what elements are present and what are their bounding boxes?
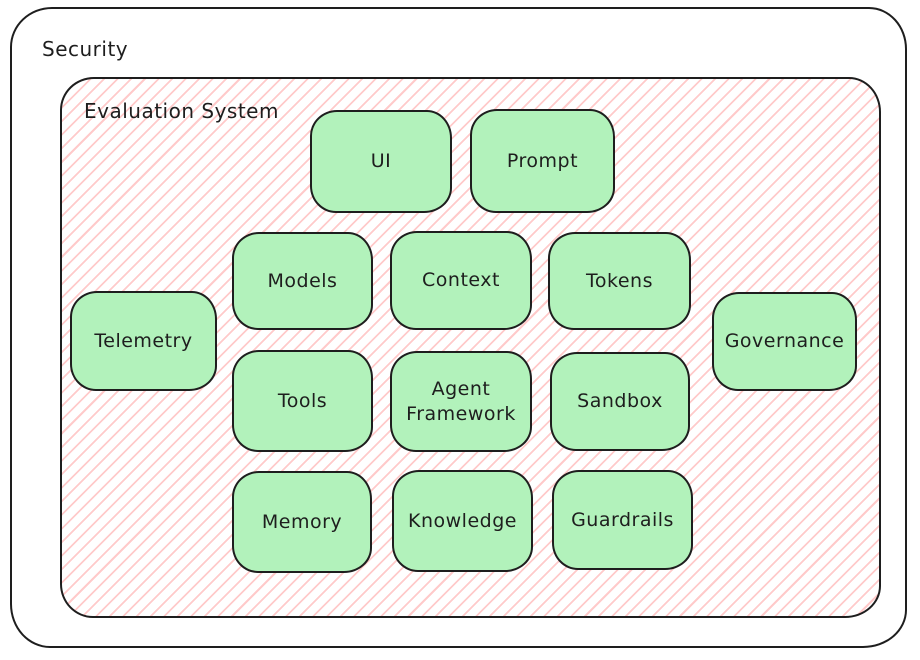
node-context[interactable]: Context <box>390 231 532 330</box>
node-models[interactable]: Models <box>232 232 373 330</box>
node-label: Guardrails <box>571 508 674 531</box>
node-label: Tools <box>277 389 328 412</box>
node-label: Telemetry <box>94 329 193 352</box>
node-label: Sandbox <box>577 390 663 413</box>
node-label: Prompt <box>506 149 579 172</box>
node-tokens[interactable]: Tokens <box>548 232 691 330</box>
node-sandbox[interactable]: Sandbox <box>550 352 690 451</box>
node-label: Memory <box>261 510 343 533</box>
node-label: Knowledge <box>408 509 517 532</box>
node-label: UI <box>370 150 392 173</box>
security-group-label: Security <box>42 37 129 61</box>
node-telemetry[interactable]: Telemetry <box>70 291 217 391</box>
node-label: Governance <box>724 330 845 353</box>
node-governance[interactable]: Governance <box>712 292 857 391</box>
node-label: Tokens <box>586 269 653 292</box>
node-label: Agent Framework <box>406 377 516 425</box>
node-tools[interactable]: Tools <box>232 350 373 452</box>
node-guardrails[interactable]: Guardrails <box>552 470 693 570</box>
evaluation-system-group-label: Evaluation System <box>84 99 279 123</box>
node-agent-framework[interactable]: Agent Framework <box>390 351 532 452</box>
node-label: Context <box>422 269 500 292</box>
node-label: Models <box>267 269 338 292</box>
node-memory[interactable]: Memory <box>232 471 372 573</box>
node-knowledge[interactable]: Knowledge <box>392 470 533 572</box>
node-prompt[interactable]: Prompt <box>470 109 615 213</box>
node-ui[interactable]: UI <box>310 110 452 213</box>
